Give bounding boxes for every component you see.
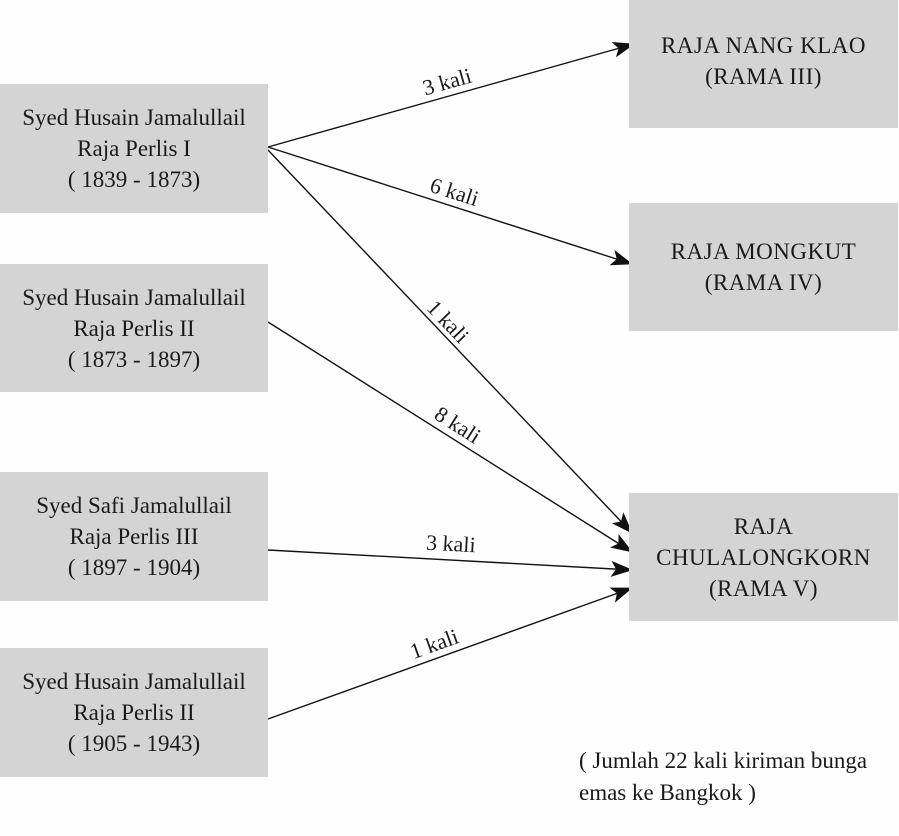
arrow-src1-to-dst3 [267,149,633,534]
target-node-rama-iii: RAJA NANG KLAO (RAMA III) [629,0,898,128]
source-title: Raja Perlis II [73,700,195,725]
source-node-raja-perlis-ii: Syed Husain Jamalullail Raja Perlis II (… [0,264,268,392]
source-name: Syed Husain Jamalullail [22,284,246,310]
target-name-line2: CHULALONGKORN [656,544,871,570]
target-subtitle: (RAMA III) [705,64,822,89]
arrow-src4-to-dst3 [267,587,633,720]
total-note: ( Jumlah 22 kali kiriman bunga emas ke B… [579,745,867,809]
arrow-src1-to-dst2 [267,146,633,266]
edge-label: 6 kali [427,172,482,211]
source-name: Syed Safi Jamalullail [36,493,232,518]
source-title: Raja Perlis III [69,524,199,549]
source-period: ( 1873 - 1897) [67,346,201,372]
source-node-raja-perlis-iii: Syed Safi Jamalullail Raja Perlis III ( … [0,472,268,601]
source-period: ( 1905 - 1943) [67,731,201,756]
source-period: ( 1897 - 1904) [67,555,201,580]
source-period: ( 1839 - 1873) [67,167,201,192]
source-name: Syed Husain Jamalullail [22,105,246,130]
edge-label: 1 kali [407,624,462,664]
target-subtitle: (RAMA IV) [704,270,823,295]
arrow-src1-to-dst1 [267,41,635,148]
target-name: RAJA MONGKUT [670,239,857,264]
target-name-line1: RAJA [733,513,794,539]
target-name: RAJA NANG KLAO [660,33,867,58]
target-node-rama-v: RAJA CHULALONGKORN (RAMA V) [629,493,898,621]
source-name: Syed Husain Jamalullail [22,669,246,694]
source-title: Raja Perlis II [73,315,195,341]
note-line-2: emas ke Bangkok ) [579,780,756,805]
edge-label: 3 kali [426,530,477,558]
source-node-raja-perlis-i: Syed Husain Jamalullail Raja Perlis I ( … [0,84,268,213]
source-node-raja-perlis-ii-1905: Syed Husain Jamalullail Raja Perlis II (… [0,648,268,777]
arrow-src3-to-dst3 [267,549,633,577]
source-title: Raja Perlis I [77,136,191,161]
target-subtitle: (RAMA V) [708,575,818,601]
arrow-src2-to-dst3 [267,321,633,553]
note-line-1: ( Jumlah 22 kali kiriman bunga [579,748,868,773]
target-node-rama-iv: RAJA MONGKUT (RAMA IV) [629,203,898,331]
edge-label: 3 kali [420,63,474,100]
